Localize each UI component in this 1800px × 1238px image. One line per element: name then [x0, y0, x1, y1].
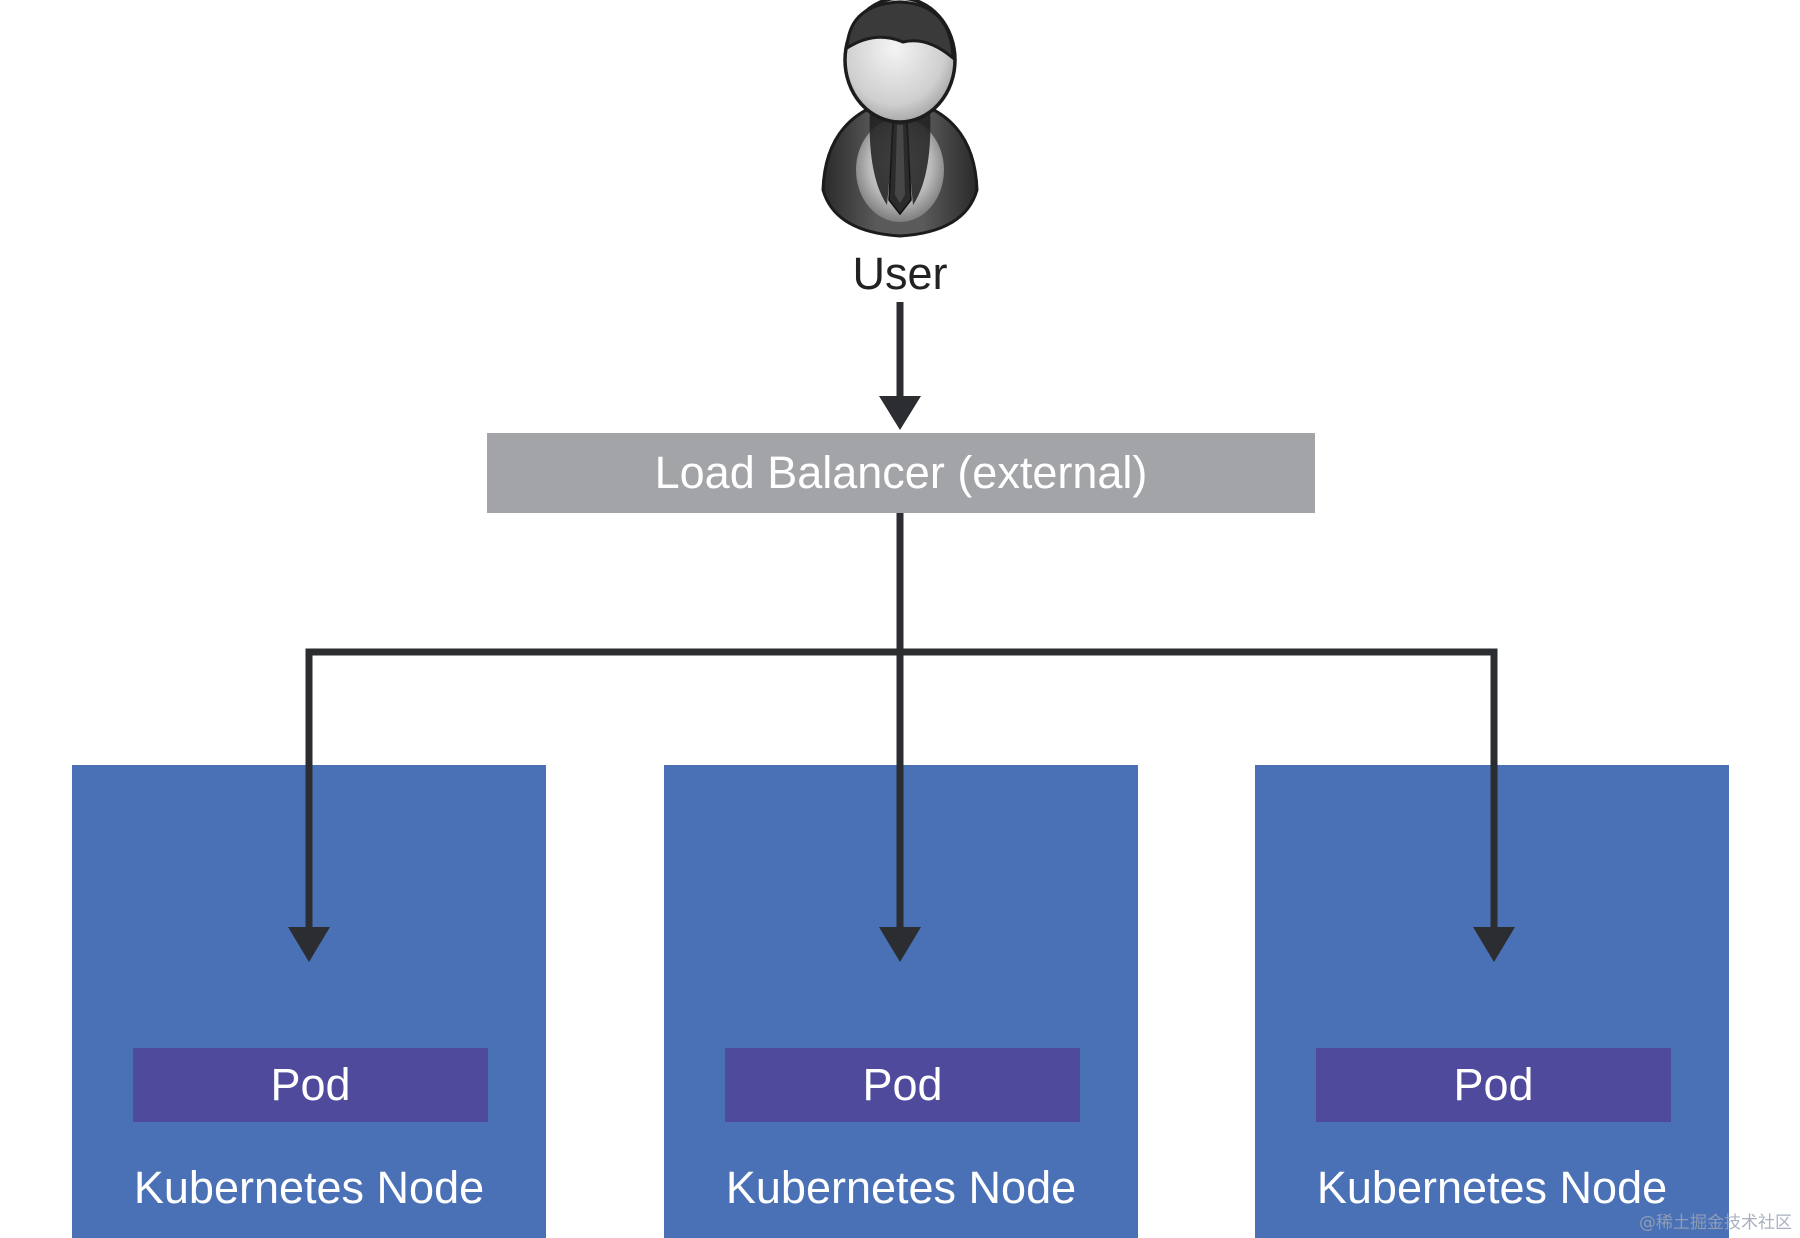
arrowhead-to-lb-icon: [879, 396, 921, 430]
load-balancer-box[interactable]: Load Balancer (external): [487, 433, 1315, 513]
kubernetes-node-1[interactable]: Pod Kubernetes Node: [72, 765, 546, 1238]
kubernetes-node-3[interactable]: Pod Kubernetes Node: [1255, 765, 1729, 1238]
load-balancer-label: Load Balancer (external): [654, 447, 1148, 498]
user-label: User: [852, 248, 948, 299]
watermark: @稀土掘金技术社区: [1639, 1213, 1792, 1233]
pod-2[interactable]: Pod: [725, 1048, 1080, 1122]
node-label: Kubernetes Node: [133, 1162, 485, 1213]
node-label: Kubernetes Node: [1316, 1162, 1668, 1213]
kubernetes-node-2[interactable]: Pod Kubernetes Node: [664, 765, 1138, 1238]
pod-label: Pod: [1453, 1059, 1534, 1110]
user-person-icon: [821, 0, 979, 238]
pod-3[interactable]: Pod: [1316, 1048, 1671, 1122]
pod-1[interactable]: Pod: [133, 1048, 488, 1122]
pod-label: Pod: [270, 1059, 351, 1110]
node-label: Kubernetes Node: [725, 1162, 1077, 1213]
pod-label: Pod: [862, 1059, 943, 1110]
